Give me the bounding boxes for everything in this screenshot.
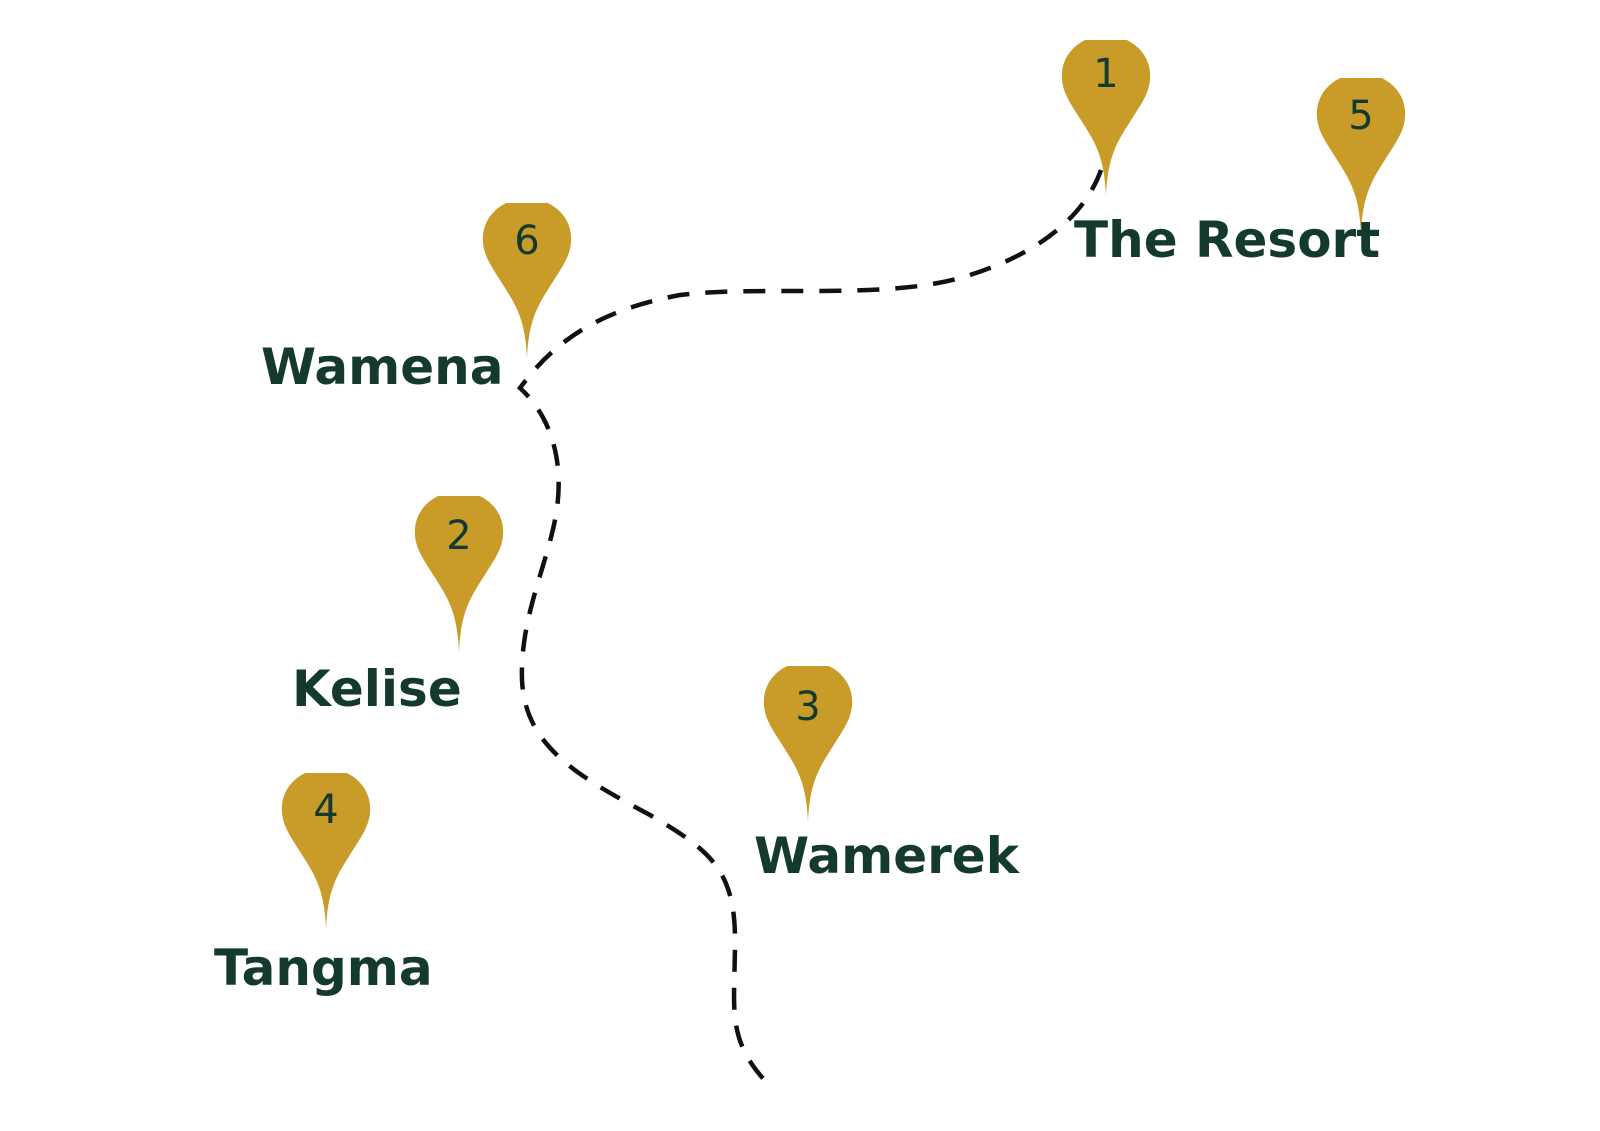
- pin-4[interactable]: 4: [281, 768, 371, 929]
- place-label-wamena: Wamena: [261, 338, 503, 396]
- pin-number: 6: [514, 218, 539, 264]
- pin-2[interactable]: 2: [414, 491, 504, 652]
- pin-number: 4: [313, 787, 338, 833]
- place-label-the-resort: The Resort: [1074, 211, 1380, 269]
- place-label-kelise: Kelise: [292, 660, 462, 718]
- place-label-wamerek: Wamerek: [754, 827, 1021, 885]
- pin-3[interactable]: 3: [763, 661, 853, 822]
- pin-6[interactable]: 6: [482, 198, 572, 359]
- pin-number: 3: [795, 684, 820, 730]
- route-path: [516, 169, 1104, 1088]
- pin-number: 5: [1348, 93, 1373, 139]
- pin-number: 1: [1093, 51, 1118, 97]
- pin-1[interactable]: 1: [1061, 35, 1151, 196]
- place-label-tangma: Tangma: [214, 939, 433, 997]
- pin-5[interactable]: 5: [1316, 73, 1406, 234]
- pin-number: 2: [446, 513, 471, 559]
